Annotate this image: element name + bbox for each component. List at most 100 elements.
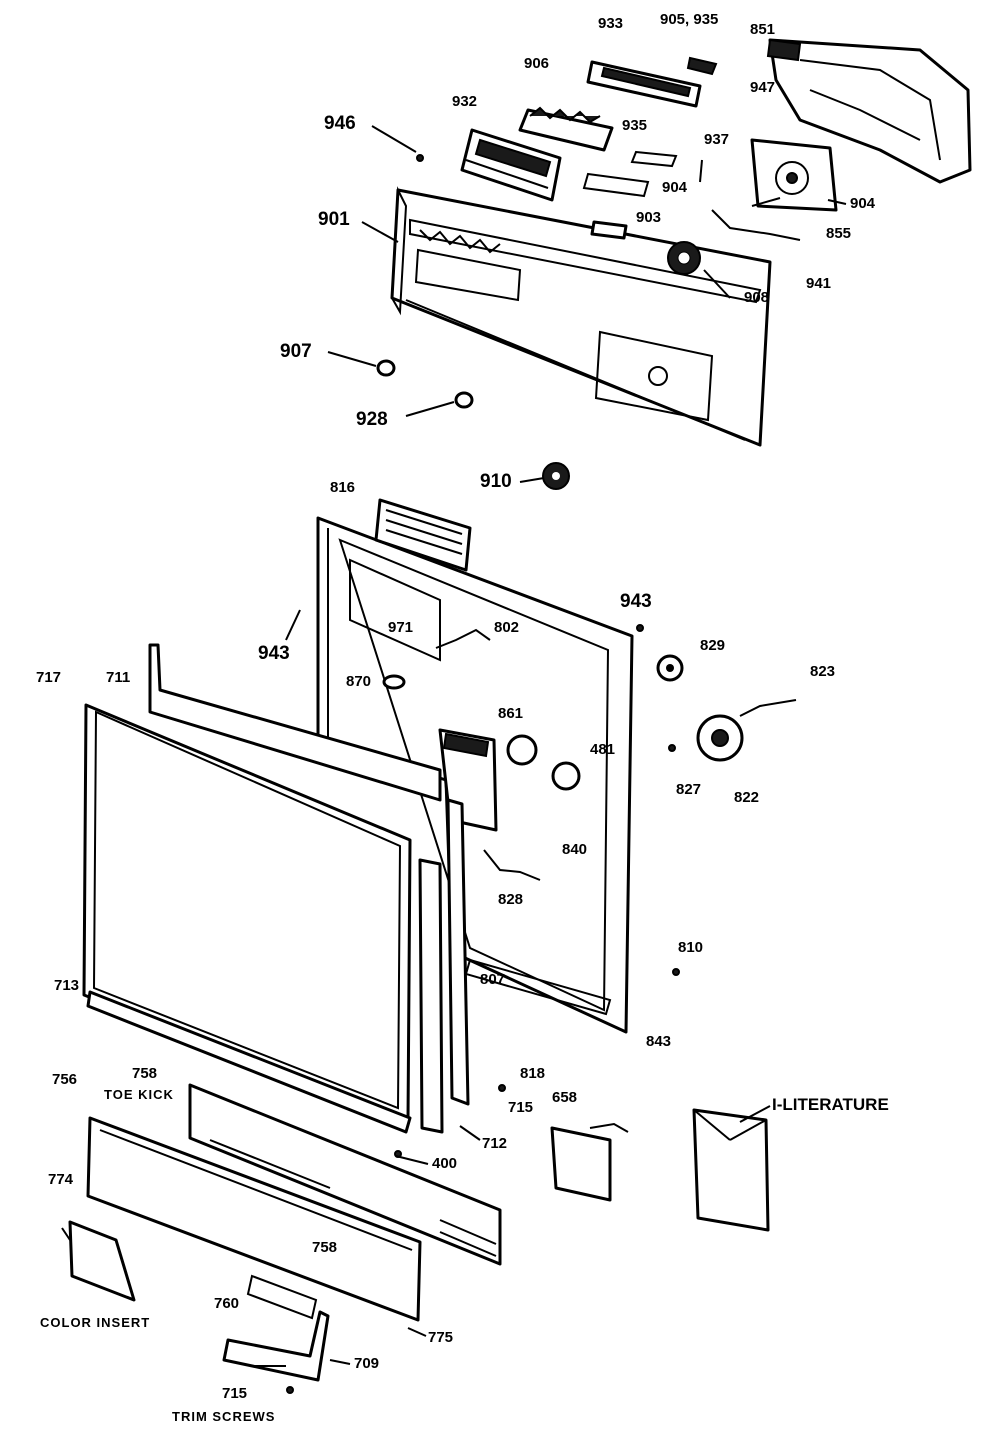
contact-935 [630,150,678,168]
label-713: 713 [54,977,80,994]
label-774: 774 [48,1171,74,1188]
label-775: 775 [428,1329,454,1346]
label-810: 810 [678,939,704,956]
label-910: 910 [480,471,512,492]
bracket-709 [222,1310,330,1382]
label-toe-kick: TOE KICK [104,1087,174,1102]
cap-870 [506,734,538,766]
screw-946 [416,154,424,162]
panel-strip [586,60,702,108]
label-481: 481 [590,741,616,758]
label-904-a: 904 [850,195,876,212]
plate-658 [550,1122,629,1202]
label-971: 971 [388,619,414,636]
label-758-a: 758 [132,1065,158,1082]
housing [766,38,972,184]
wire-941 [711,209,801,241]
label-trim-screws: TRIM SCREWS [172,1409,276,1424]
door-frame-strip [418,858,444,1134]
label-908: 908 [744,289,770,306]
label-851: 851 [750,21,776,38]
label-823: 823 [810,663,836,680]
label-715-b: 715 [222,1385,248,1402]
label-870: 870 [346,673,372,690]
timer [750,138,838,212]
plate-904 [582,172,650,198]
label-946: 946 [324,113,356,134]
screw-715 [286,1386,294,1394]
label-843: 843 [646,1033,672,1050]
label-400: 400 [432,1155,458,1172]
label-861: 861 [498,705,524,722]
leader-lines [61,125,847,1367]
label-932: 932 [452,93,478,110]
gear-822 [696,714,744,762]
part-903 [590,220,628,240]
label-711: 711 [106,669,131,686]
label-829: 829 [700,637,726,654]
control-panel [390,186,772,447]
label-818: 818 [520,1065,546,1082]
screw-810 [672,968,680,976]
vent-816 [374,498,472,572]
label-907: 907 [280,341,312,362]
part-870 [382,674,406,690]
label-828: 828 [498,891,524,908]
label-947: 947 [750,79,776,96]
small-button [686,56,718,76]
literature-envelope [692,1108,770,1232]
door-frame-strip-2 [446,798,470,1106]
label-943-b: 943 [258,643,290,664]
label-840: 840 [562,841,588,858]
switch-block [460,128,562,202]
screw-827 [668,744,676,752]
literature-flap [693,1109,731,1141]
screw-818 [498,1084,506,1092]
label-758-b: 758 [312,1239,338,1256]
label-905-935: 905, 935 [660,11,719,28]
pin-937 [699,159,703,183]
literature-flap-2 [729,1119,767,1141]
label-941: 941 [806,275,832,292]
label-715-a: 715 [508,1099,534,1116]
label-658: 658 [552,1089,578,1106]
toe-kick [188,1083,502,1266]
label-816: 816 [330,479,356,496]
label-827: 827 [676,781,702,798]
outer-door-panel [82,643,442,1134]
part-802 [435,628,491,649]
label-807: 807 [480,971,506,988]
knob-910 [542,462,570,490]
label-760: 760 [214,1295,240,1312]
color-insert [68,1220,136,1302]
label-928: 928 [356,409,388,430]
label-712: 712 [482,1135,508,1152]
part-907 [376,359,396,377]
base-panel [86,1116,422,1322]
label-901: 901 [318,209,350,230]
label-906: 906 [524,55,550,72]
spring-828 [483,849,541,881]
switch-906 [518,106,614,152]
cap-481 [551,761,581,791]
label-literature: I-LITERATURE [772,1095,889,1114]
spring-823 [739,699,797,717]
label-709: 709 [354,1355,380,1372]
label-855: 855 [826,225,852,242]
label-717: 717 [36,669,62,686]
part-928 [454,391,474,409]
label-933: 933 [598,15,624,32]
label-904-b: 904 [662,179,688,196]
knob-908 [667,241,701,275]
screw-943 [636,624,644,632]
label-756: 756 [52,1071,78,1088]
seal-829 [656,654,684,682]
label-802: 802 [494,619,520,636]
label-943-a: 943 [620,591,652,612]
label-color-insert: COLOR INSERT [40,1315,151,1330]
label-903: 903 [636,209,662,226]
label-937: 937 [704,131,730,148]
label-822: 822 [734,789,760,806]
label-935: 935 [622,117,648,134]
